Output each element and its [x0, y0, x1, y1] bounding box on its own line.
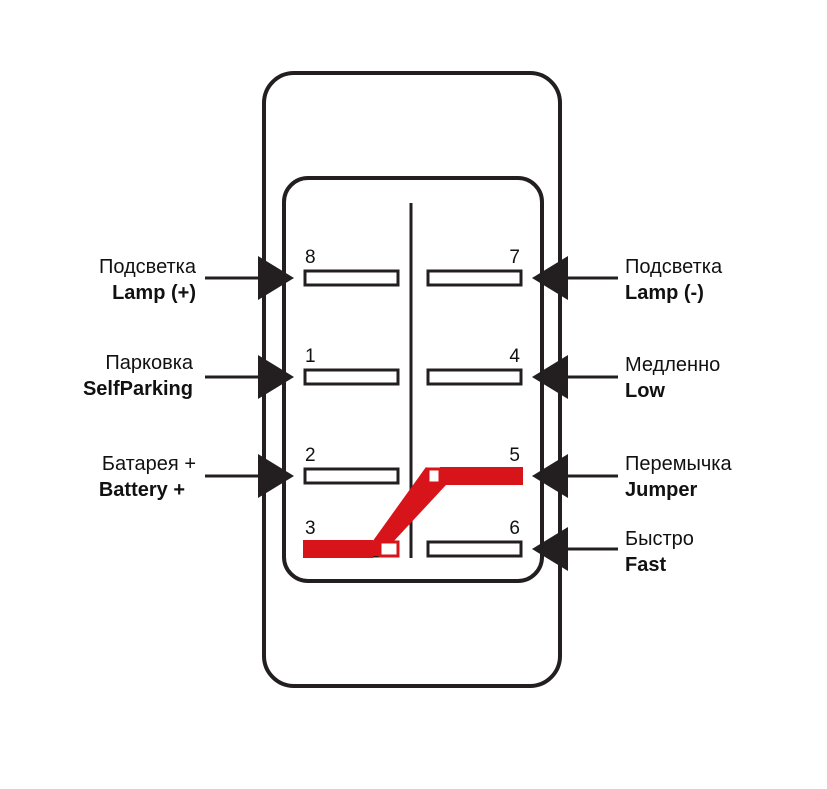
right-label-jumper-ru: Перемычка	[625, 453, 732, 475]
arrow-head-7	[532, 256, 568, 300]
right-arrows	[532, 256, 618, 571]
left-label-battery-ru: Батарея +	[102, 453, 196, 475]
pin-number-6: 6	[509, 518, 520, 539]
jumper-diagonal	[362, 467, 446, 556]
right-label-low-en: Low	[625, 380, 665, 402]
arrow-head-6	[532, 527, 568, 571]
arrow-head-4	[532, 355, 568, 399]
terminal-2	[303, 467, 400, 485]
pin-number-1: 1	[305, 346, 316, 367]
terminal-4	[426, 368, 523, 386]
right-label-fast-en: Fast	[625, 554, 666, 576]
terminal-8	[303, 269, 400, 287]
arrow-head-5	[532, 454, 568, 498]
terminal-6	[426, 540, 523, 558]
left-label-battery-en: Battery +	[99, 479, 185, 501]
arrow-head-8	[258, 256, 294, 300]
right-label-lamp-minus-en: Lamp (-)	[625, 282, 704, 304]
terminal-1	[303, 368, 400, 386]
right-label-low-ru: Медленно	[625, 354, 720, 376]
jumper-on-terminal-3	[303, 540, 373, 558]
right-label-jumper-en: Jumper	[625, 479, 697, 501]
pin-number-5: 5	[509, 445, 520, 466]
arrow-head-1	[258, 355, 294, 399]
left-label-lamp-plus-en: Lamp (+)	[112, 282, 196, 304]
left-label-lamp-plus-ru: Подсветка	[99, 256, 197, 278]
jumper-end-3	[378, 540, 400, 558]
left-label-selfparking-en: SelfParking	[83, 378, 193, 400]
left-label-selfparking-ru: Парковка	[105, 352, 194, 374]
pin-number-7: 7	[509, 247, 520, 268]
right-label-fast-ru: Быстро	[625, 528, 694, 550]
pin-number-3: 3	[305, 518, 316, 539]
arrow-head-2	[258, 454, 294, 498]
right-label-lamp-minus-ru: Подсветка	[625, 256, 723, 278]
terminal-7	[426, 269, 523, 287]
jumper-wire-3-to-5	[303, 467, 523, 558]
pin-number-2: 2	[305, 445, 316, 466]
pin-number-8: 8	[305, 247, 316, 268]
jumper-on-terminal-5	[440, 467, 523, 485]
left-arrows	[205, 256, 294, 498]
jumper-end-5	[426, 467, 442, 485]
pin-number-4: 4	[509, 346, 520, 367]
